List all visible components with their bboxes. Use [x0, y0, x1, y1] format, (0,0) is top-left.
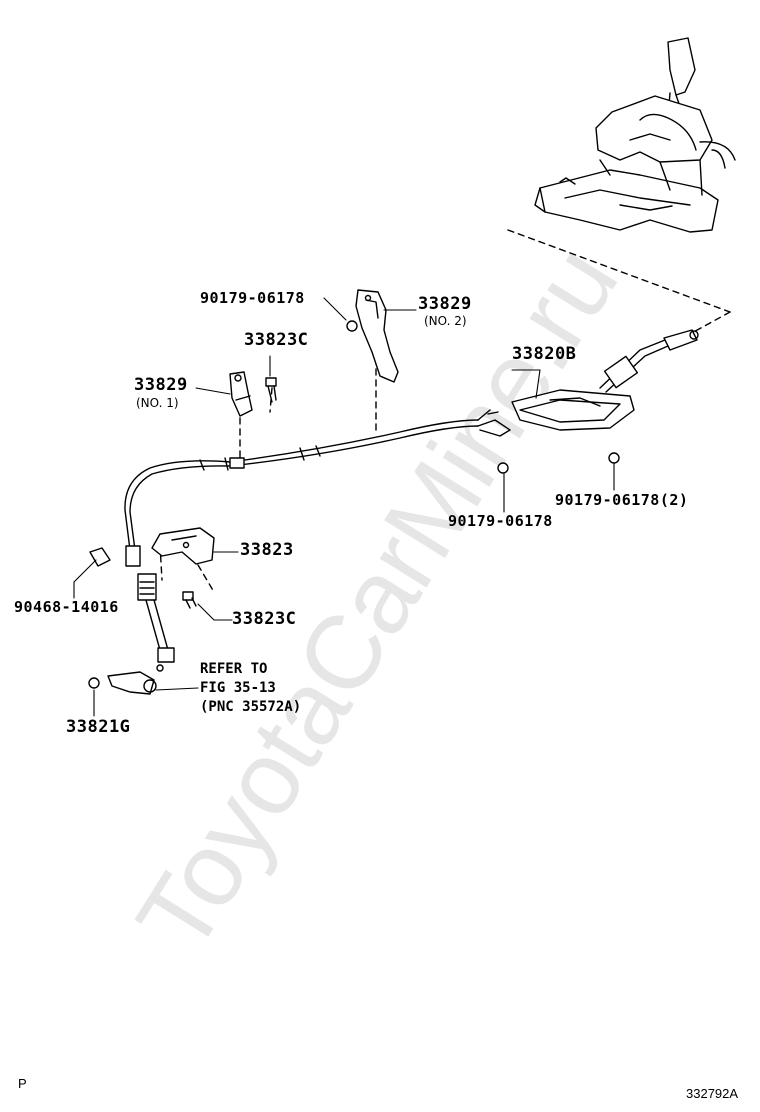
bracket-33829-no1	[229, 371, 277, 417]
label-90179-06178-top: 90179-06178	[200, 289, 305, 307]
label-33823c-top: 33823C	[244, 330, 309, 350]
label-33823: 33823	[240, 540, 294, 560]
shift-lever-assembly	[534, 37, 736, 233]
label-33829-no1: 33829	[134, 375, 188, 395]
label-33821g: 33821G	[66, 717, 131, 737]
cable-end-rod	[89, 545, 175, 672]
footer-figure-id: 332792A	[686, 1086, 739, 1101]
label-90468-14016: 90468-14016	[14, 598, 119, 616]
label-33829-no2-sub: (NO. 2)	[424, 314, 467, 328]
bracket-33820b	[511, 389, 635, 431]
leader-lines	[73, 297, 615, 717]
label-90179-06178-mid: 90179-06178	[448, 512, 553, 530]
lever-33821g	[88, 671, 157, 695]
label-33829-no1-sub: (NO. 1)	[136, 396, 179, 410]
control-cable	[124, 329, 699, 551]
label-33820b: 33820B	[512, 344, 577, 364]
label-90179-06178-right: 90179-06178(2)	[555, 491, 689, 509]
bracket-33829-no2	[346, 289, 399, 383]
refer-note-line3: (PNC 35572A)	[200, 699, 302, 715]
label-33823c-bottom: 33823C	[232, 609, 297, 629]
nuts	[497, 452, 620, 474]
bracket-33823	[151, 527, 215, 609]
label-33829-no2: 33829	[418, 294, 472, 314]
footer-left-code: P	[18, 1076, 27, 1091]
refer-note-line2: FIG 35-13	[200, 680, 276, 696]
refer-note-line1: REFER TO	[200, 661, 268, 677]
